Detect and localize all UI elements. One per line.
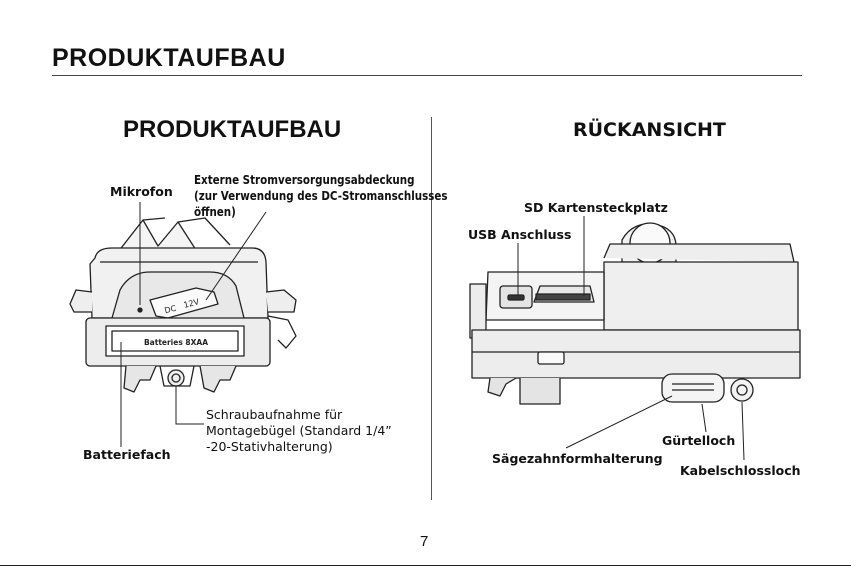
panel-divider bbox=[431, 117, 432, 500]
camera-front-drawing bbox=[69, 217, 297, 393]
microphone-hole bbox=[137, 307, 143, 313]
left-section-title: PRODUKTAUFBAU bbox=[123, 116, 342, 143]
label-usb: USB Anschluss bbox=[468, 227, 572, 242]
label-guertelloch: Gürtelloch bbox=[662, 433, 736, 448]
page-title: PRODUKTAUFBAU bbox=[52, 44, 286, 72]
dc-voltage-label: 12V bbox=[183, 297, 201, 310]
footer-rule bbox=[0, 565, 851, 566]
front-view-text: DC 12V Batteries 8XAA bbox=[144, 297, 208, 347]
label-extern-line3: öffnen) bbox=[194, 205, 236, 219]
label-mikrofon: Mikrofon bbox=[110, 184, 173, 199]
label-kabelschloss: Kabelschlossloch bbox=[680, 463, 801, 478]
label-saegezahn: Sägezahnformhalterung bbox=[492, 451, 663, 466]
dc-label: DC bbox=[164, 304, 178, 316]
camera-back-drawing bbox=[469, 222, 801, 405]
left-leader-lines bbox=[120, 202, 267, 447]
header-rule bbox=[52, 75, 802, 76]
label-schraub-line3: -20-Stativhalterung) bbox=[206, 439, 333, 454]
label-extern-line2: (zur Verwendung des DC-Stromanschlusses bbox=[194, 189, 448, 203]
label-batteriefach: Batteriefach bbox=[83, 447, 171, 462]
label-schraub-line1: Schraubaufnahme für bbox=[206, 407, 343, 422]
right-leader-lines bbox=[517, 216, 745, 461]
page-number: 7 bbox=[420, 533, 429, 550]
label-schraub-line2: Montagebügel (Standard 1/4” bbox=[206, 423, 392, 438]
right-section-title: RÜCKANSICHT bbox=[573, 119, 726, 141]
label-sd-slot: SD Kartensteckplatz bbox=[524, 200, 668, 215]
battery-compartment-text: Batteries 8XAA bbox=[144, 338, 208, 347]
label-extern-line1: Externe Stromversorgungsabdeckung bbox=[194, 173, 415, 187]
